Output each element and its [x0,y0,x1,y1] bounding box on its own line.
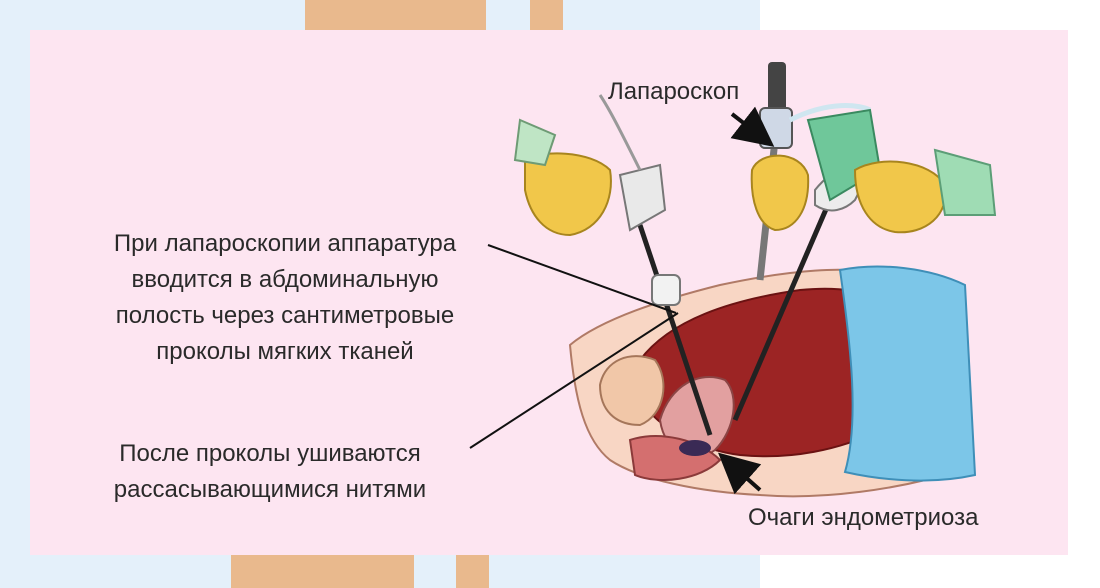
laparoscope-eyepiece [768,62,786,112]
callout-line-sutures [469,312,679,449]
far-right-sleeve [933,148,997,216]
laparoscope-light-cable [788,103,872,123]
decor-bar-top-wide [305,0,486,30]
left-instrument-handle [618,163,667,232]
endometriosis-focus [679,440,711,456]
center-glove-hand [750,154,810,232]
left-instrument-cable [598,94,642,171]
decor-bar-top-narrow [530,0,563,30]
sutures-caption: После проколы ушиваются рассасывающимися… [113,440,427,503]
intro-caption: При лапароскопии аппаратура вводится в а… [113,230,457,365]
surgical-drape [838,265,977,482]
bladder-organ [598,355,665,427]
left-instrument-shaft [637,224,713,436]
left-glove-hand [524,152,612,237]
callout-arrow-foci [718,452,762,495]
left-sleeve [513,118,557,167]
laparoscope-label: Лапароскоп [608,78,740,105]
right-instrument-shaft [732,199,833,421]
left-trocar [651,274,681,306]
decor-bar-bottom-narrow [456,555,489,588]
callout-arrow-laparoscope [730,106,775,147]
right-glove-hand [853,160,947,234]
endometriosis-foci-label: Очаги эндометриоза [748,504,979,531]
callout-line-intro [487,244,677,314]
decor-bar-bottom-wide [231,555,414,588]
